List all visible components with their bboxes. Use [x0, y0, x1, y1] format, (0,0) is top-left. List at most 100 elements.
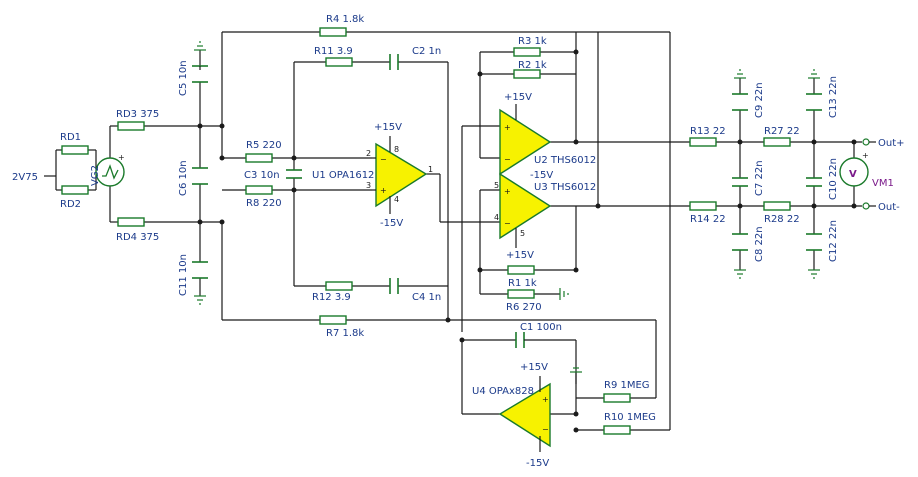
label-rd4: RD4 375 [116, 232, 159, 243]
ground-icon [808, 269, 820, 279]
capacitor-c8 [732, 233, 748, 251]
label-r13: R13 22 [690, 126, 726, 137]
capacitor-c5 [192, 65, 208, 83]
label-c3: C3 10n [244, 170, 280, 181]
label-c2: C2 1n [412, 46, 441, 57]
label-u3: U3 THS6012 [534, 182, 596, 193]
label-r27: R27 22 [764, 126, 800, 137]
ground-icon [194, 295, 206, 305]
capacitor-c13 [806, 93, 822, 111]
capacitor-c7 [732, 177, 748, 187]
label-r10: R10 1MEG [604, 412, 656, 423]
label-r8: R8 220 [246, 198, 282, 209]
capacitor-c4 [389, 278, 399, 294]
label-c10: C10 22n [828, 158, 839, 200]
supply-u4-pos: +15V [520, 362, 548, 373]
capacitor-c6 [192, 167, 208, 185]
label-c8: C8 22n [754, 226, 765, 262]
supply-u2-pos: +15V [504, 92, 532, 103]
label-u4: U4 OPAx828 [472, 386, 534, 397]
label-r2: R2 1k [518, 60, 547, 71]
supply-u1-pos: +15V [374, 122, 402, 133]
label-c1: C1 100n [520, 322, 562, 333]
resistor-rd1 [61, 145, 89, 155]
capacitor-c2 [389, 54, 399, 70]
resistor-r14 [689, 201, 717, 211]
label-r6: R6 270 [506, 302, 542, 313]
svg-text:−: − [542, 425, 549, 434]
junctions [197, 49, 857, 433]
label-r11: R11 3.9 [314, 46, 353, 57]
wires [44, 31, 862, 431]
label-c6: C6 10n [178, 160, 189, 196]
opamp-u4: + − [498, 376, 551, 452]
ground-icon [734, 69, 746, 79]
resistor-r4 [319, 27, 347, 37]
opamp-u3: + − [499, 172, 552, 248]
capacitor-c9 [732, 93, 748, 111]
capacitor-c3 [286, 169, 302, 179]
label-r7: R7 1.8k [326, 328, 364, 339]
resistor-r5 [245, 153, 273, 163]
resistor-r28 [763, 201, 791, 211]
resistor-r11 [325, 57, 353, 67]
ground-icon [808, 69, 820, 79]
pin-4-u3: 4 [494, 213, 499, 222]
label-r9: R9 1MEG [604, 380, 650, 391]
supply-u1-neg: -15V [380, 218, 403, 229]
svg-text:+: + [862, 151, 869, 160]
resistors [61, 27, 791, 435]
label-r1: R1 1k [508, 278, 537, 289]
capacitors [192, 54, 822, 348]
svg-text:−: − [504, 219, 511, 228]
label-u1: U1 OPA1612 [312, 170, 374, 181]
label-c5: C5 10n [178, 60, 189, 96]
ground-icon [559, 288, 569, 300]
resistor-r1 [507, 265, 535, 275]
ground-icon [194, 41, 206, 51]
resistor-rd2 [61, 185, 89, 195]
label-vm1: VM1 [872, 178, 894, 189]
ground-icon [570, 367, 582, 384]
resistor-r8 [245, 185, 273, 195]
label-vin: 2V75 [12, 172, 38, 183]
label-vg2: VG2 [90, 165, 101, 186]
label-out-plus: Out+ [878, 138, 905, 149]
label-rd3: RD3 375 [116, 109, 159, 120]
label-r28: R28 22 [764, 214, 800, 225]
resistor-r6 [507, 289, 535, 299]
label-r3: R3 1k [518, 36, 547, 47]
pin-2: 2 [366, 149, 371, 158]
label-c7: C7 22n [754, 160, 765, 196]
resistor-r12 [325, 281, 353, 291]
resistor-r3 [513, 47, 541, 57]
resistor-rd3 [117, 121, 145, 131]
svg-text:+: + [504, 123, 511, 132]
resistor-r27 [763, 137, 791, 147]
pin-5-u3: 5 [520, 229, 525, 238]
pin-1: 1 [428, 165, 433, 174]
label-c13: C13 22n [828, 76, 839, 118]
label-u2: U2 THS6012 [534, 155, 596, 166]
capacitor-c1 [515, 332, 552, 348]
pin-5: 5 [494, 181, 499, 190]
supply-u3-pos: +15V [506, 250, 534, 261]
label-c9: C9 22n [754, 82, 765, 118]
label-r14: R14 22 [690, 214, 726, 225]
label-rd2: RD2 [60, 199, 81, 210]
resistor-r2 [513, 69, 541, 79]
label-c12: C12 22n [828, 220, 839, 262]
label-c4: C4 1n [412, 292, 441, 303]
svg-text:−: − [504, 155, 511, 164]
label-rd1: RD1 [60, 132, 81, 143]
grounds [194, 41, 820, 384]
opamp-u1: − + [372, 136, 428, 214]
svg-text:+: + [118, 153, 125, 162]
svg-text:+: + [504, 187, 511, 196]
label-c11: C11 10n [178, 254, 189, 296]
resistor-r7 [319, 315, 347, 325]
svg-text:−: − [380, 155, 387, 164]
capacitor-c11 [192, 261, 208, 279]
ground-icon [734, 269, 746, 279]
